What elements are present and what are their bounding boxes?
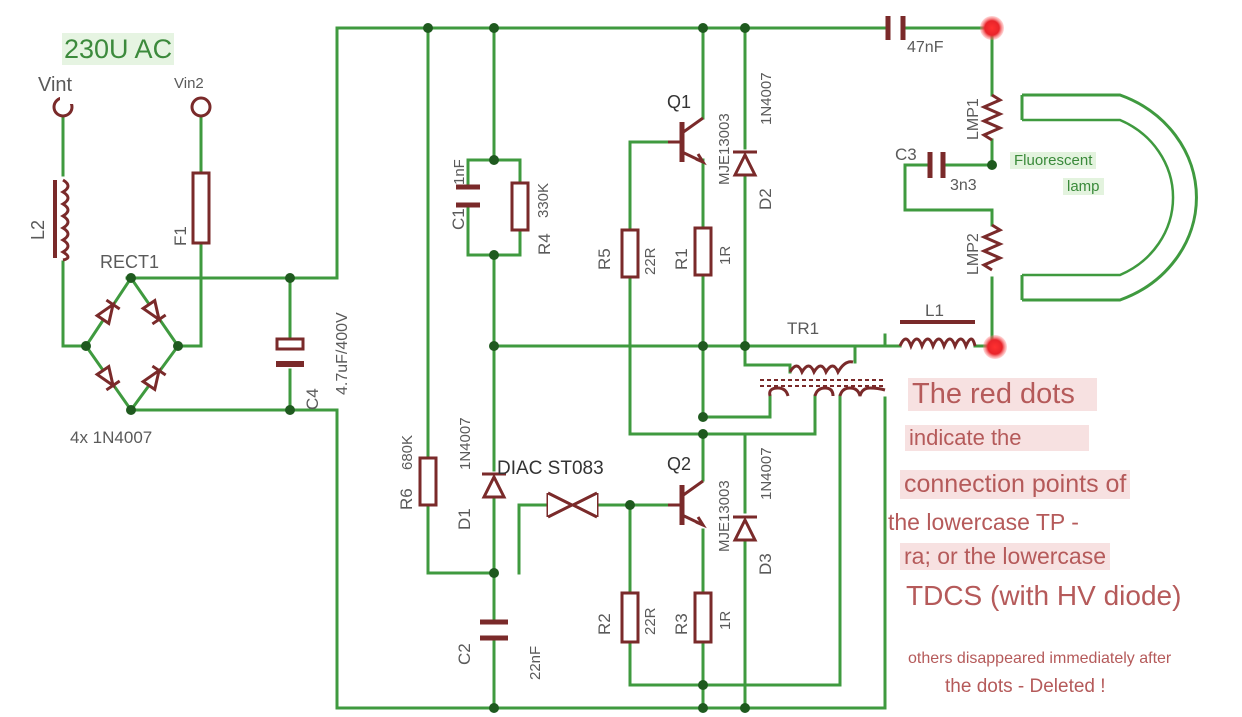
label-r5-value: 22R — [642, 247, 659, 275]
resistors — [418, 181, 713, 644]
label-c1-value: 1nF — [451, 159, 468, 185]
label-c3-value: 3n3 — [950, 177, 977, 194]
label-r3: R3 — [672, 613, 691, 635]
label-vint: Vint — [38, 74, 73, 96]
label-d1-part: 1N4007 — [457, 417, 474, 470]
resistor-r3 — [693, 591, 713, 644]
note-line-1: The red dots — [908, 378, 1097, 411]
note-line-8: the dots - Deleted ! — [945, 676, 1106, 697]
diode-d2 — [732, 150, 758, 177]
capacitor-47nf — [885, 16, 906, 40]
label-d2-part: 1N4007 — [758, 72, 775, 125]
note-line-5: ra; or the lowercase — [900, 543, 1110, 570]
inductor-l2 — [53, 178, 70, 262]
label-c4-value: 4.7uF/400V — [334, 312, 351, 395]
lamp-label-line1: Fluorescent — [1010, 152, 1097, 169]
label-q1-part: MJE13003 — [716, 113, 733, 185]
note-line-7: others disappeared immediately after — [908, 650, 1172, 667]
label-f1: F1 — [171, 226, 190, 246]
label-r3-value: 1R — [717, 611, 734, 630]
label-r5: R5 — [595, 248, 614, 270]
red-dot-top — [980, 16, 1004, 40]
wires — [61, 26, 994, 710]
label-vin2: Vin2 — [174, 75, 204, 92]
resistor-r5 — [620, 228, 640, 279]
label-q2-part: MJE13003 — [716, 480, 733, 552]
page-title: 230U AC — [62, 33, 175, 65]
fuse-f1 — [191, 171, 211, 245]
label-c2-value: 22nF — [527, 646, 544, 680]
label-c4: C4 — [303, 388, 322, 410]
diode-d1 — [481, 472, 507, 499]
label-4x1n4007: 4x 1N4007 — [70, 428, 152, 447]
lamp-label-line2: lamp — [1063, 178, 1104, 195]
label-lmp1: LMP1 — [965, 98, 982, 140]
label-47nf: 47nF — [907, 39, 944, 56]
label-tr1: TR1 — [787, 319, 819, 338]
label-d3-part: 1N4007 — [758, 447, 775, 500]
label-d1: D1 — [455, 508, 474, 530]
label-c1: C1 — [449, 208, 468, 230]
note-line-6: TDCS (with HV diode) — [906, 580, 1182, 611]
capacitor-c3 — [927, 152, 946, 178]
junction-dots — [81, 23, 997, 713]
label-r4-value: 330K — [535, 183, 552, 218]
bridge-diodes — [94, 298, 167, 392]
label-l2: L2 — [28, 220, 48, 240]
label-c2: C2 — [455, 643, 474, 665]
resistor-r6 — [418, 456, 438, 507]
label-r1: R1 — [672, 248, 691, 270]
label-q2: Q2 — [667, 454, 691, 474]
transistor-q1 — [668, 116, 707, 166]
label-r6-value: 680K — [399, 435, 416, 470]
diac — [546, 491, 599, 519]
lamp-filaments — [980, 93, 1004, 272]
resistor-r2 — [620, 591, 640, 644]
label-r1-value: 1R — [717, 246, 734, 265]
resistor-r4 — [510, 181, 530, 232]
note-line-3: connection points of — [900, 470, 1131, 499]
terminal-vin2 — [190, 96, 212, 118]
note-line-2: indicate the — [905, 425, 1089, 451]
label-diac: DIAC ST083 — [497, 458, 604, 479]
label-d2: D2 — [756, 188, 775, 210]
red-dots — [980, 16, 1007, 359]
label-lmp2: LMP2 — [965, 233, 982, 275]
label-r2-value: 22R — [642, 607, 659, 635]
diode-d3 — [732, 515, 758, 542]
red-dot-bottom — [983, 335, 1007, 359]
label-r6: R6 — [397, 488, 416, 510]
terminal-vint — [52, 90, 80, 118]
label-l1: L1 — [925, 301, 944, 320]
label-q1: Q1 — [667, 92, 691, 112]
label-c3: C3 — [895, 145, 917, 164]
inductor-l1 — [898, 320, 977, 351]
capacitor-c2 — [480, 619, 508, 641]
component-labels: Vint Vin2 L2 F1 RECT1 4x 1N4007 C4 4.7uF… — [28, 39, 982, 680]
label-r4: R4 — [535, 233, 554, 255]
note-line-4: the lowercase TP - — [888, 509, 1079, 535]
label-d3: D3 — [756, 553, 775, 575]
resistor-r1 — [693, 226, 713, 277]
label-rect1: RECT1 — [100, 252, 159, 272]
transistor-q2 — [668, 479, 707, 529]
capacitor-c1 — [456, 184, 480, 208]
capacitor-c4 — [275, 337, 305, 367]
label-r2: R2 — [595, 613, 614, 635]
transformer-tr1 — [760, 360, 886, 397]
